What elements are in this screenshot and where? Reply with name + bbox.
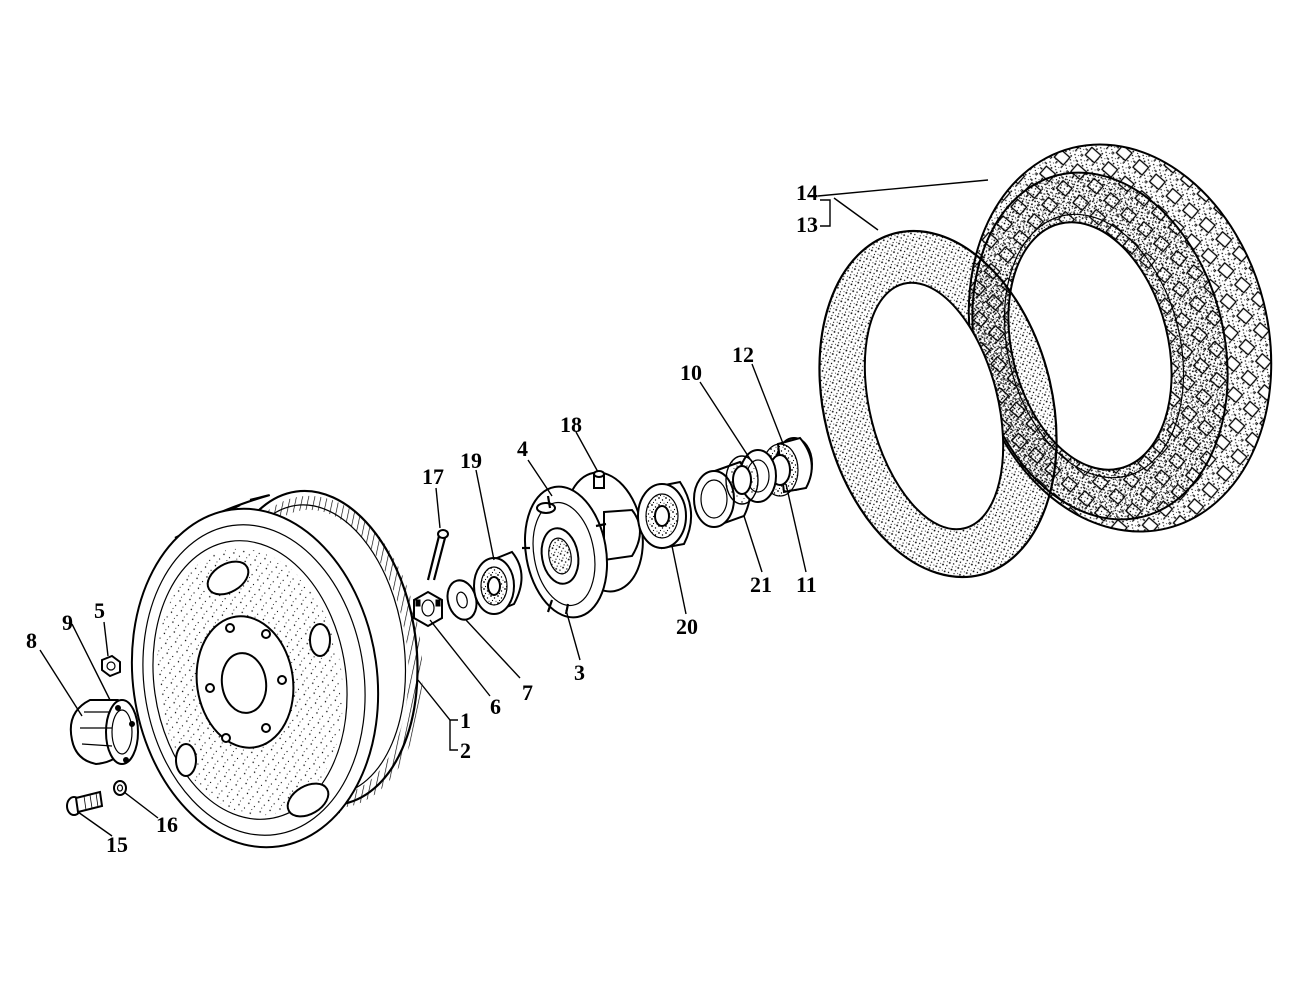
callout-labels: 1 2 3 4 5 6 7 8 9 10 11 12 13 14 15 16 1… — [26, 180, 818, 857]
callout-17: 17 — [422, 464, 444, 489]
wheel-rim — [130, 489, 423, 849]
callout-21: 21 — [750, 572, 772, 597]
callout-2: 2 — [460, 738, 471, 763]
bolt-15 — [66, 790, 104, 816]
callout-1: 1 — [460, 708, 471, 733]
callout-9: 9 — [62, 610, 73, 635]
hub-cap — [69, 699, 139, 766]
callout-7: 7 — [522, 680, 533, 705]
callout-20: 20 — [676, 614, 698, 639]
bearing-19 — [473, 550, 523, 615]
washer-16 — [113, 780, 127, 796]
callout-14: 14 — [796, 180, 818, 205]
nut-5 — [101, 654, 121, 678]
cotter-pin-17 — [426, 529, 449, 581]
callout-15: 15 — [106, 832, 128, 857]
callout-11: 11 — [796, 572, 817, 597]
callout-10: 10 — [680, 360, 702, 385]
inner-tube-13 — [818, 229, 1058, 579]
callout-16: 16 — [156, 812, 178, 837]
callout-4: 4 — [517, 436, 528, 461]
grease-fitting-18 — [593, 470, 605, 489]
callout-12: 12 — [732, 342, 754, 367]
leader-lines — [39, 179, 989, 837]
callout-13: 13 — [796, 212, 818, 237]
callout-5: 5 — [94, 598, 105, 623]
wheel-hub — [522, 471, 644, 619]
callout-3: 3 — [574, 660, 585, 685]
callout-19: 19 — [460, 448, 482, 473]
callout-8: 8 — [26, 628, 37, 653]
seal-assembly-10-12 — [725, 436, 813, 505]
callout-6: 6 — [490, 694, 501, 719]
bearing-20 — [637, 480, 693, 550]
castle-nut-6 — [413, 590, 443, 628]
callout-18: 18 — [560, 412, 582, 437]
